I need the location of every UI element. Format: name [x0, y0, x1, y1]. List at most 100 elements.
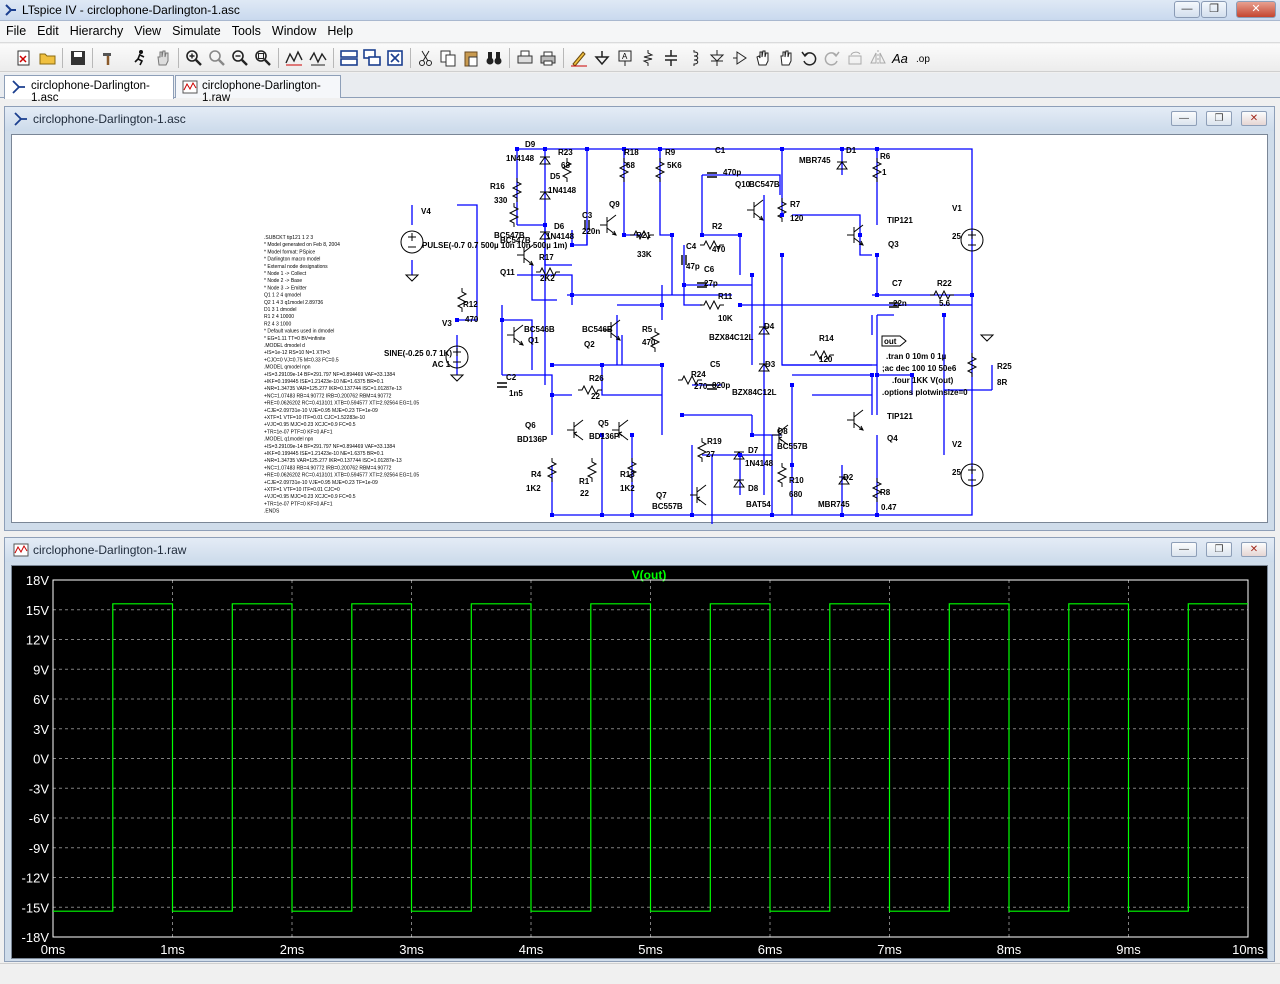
menu-edit[interactable]: Edit — [37, 24, 59, 38]
model-text-line[interactable]: +RE=0.0626202 RC=0.413101 XTB=0.594577 X… — [264, 401, 419, 407]
model-text-line[interactable]: +CJE=2.09731e-10 VJE=0.95 MJE=0.23 TF=1e… — [264, 408, 378, 414]
rotate-button[interactable] — [845, 48, 865, 68]
drag-button[interactable] — [776, 48, 796, 68]
component-label[interactable]: 5K6 — [667, 161, 682, 170]
model-text-line[interactable]: R2 4 3 1000 — [264, 321, 291, 327]
component-label[interactable]: 470 — [465, 315, 479, 324]
model-text-line[interactable]: +IS=3.29109e-14 BF=291.797 NF=0.894469 V… — [264, 372, 395, 378]
sine-ac-value[interactable]: AC 1 — [432, 360, 451, 369]
component-label[interactable]: D6 — [554, 222, 565, 231]
component-label[interactable]: 25 — [952, 468, 961, 477]
component-label[interactable]: C5 — [710, 360, 721, 369]
component-label[interactable]: R5 — [642, 325, 653, 334]
model-text-line[interactable]: +TR=1e-07 PTF=0 KF=0 AF=1 — [264, 501, 333, 507]
component-label[interactable]: R21 — [636, 231, 651, 240]
model-text-line[interactable]: .MODEL qmodel npn — [264, 365, 311, 371]
print-setup-button[interactable] — [515, 48, 535, 68]
pulse-source-value[interactable]: PULSE(-0.7 0.7 500µ 10n 10n 500µ 1m) — [422, 241, 568, 250]
menu-file[interactable]: File — [6, 24, 27, 38]
component-label[interactable]: Q5 — [598, 419, 609, 428]
component-label[interactable]: V3 — [442, 319, 452, 328]
menu-simulate[interactable]: Simulate — [172, 24, 221, 38]
model-text-line[interactable]: .MODEL dmodel d — [264, 343, 305, 349]
component-label[interactable]: Q10 — [735, 180, 751, 189]
component-label[interactable]: MBR745 — [799, 156, 831, 165]
component-label[interactable]: R8 — [880, 488, 891, 497]
new-schematic-button[interactable] — [14, 48, 34, 68]
component-label[interactable]: R24 — [691, 370, 706, 379]
mirror-button[interactable] — [868, 48, 888, 68]
model-text-line[interactable]: * Node 1 -> Collect — [264, 271, 307, 277]
model-text-line[interactable]: +IS=1e-12 RS=10 N=1 XTI=3 — [264, 350, 330, 356]
net-label-out[interactable]: out — [881, 335, 907, 347]
component-label[interactable]: R4 — [531, 470, 542, 479]
component-label[interactable]: 8R — [997, 378, 1007, 387]
component-label[interactable]: BC546B — [524, 325, 555, 334]
menu-view[interactable]: View — [134, 24, 162, 38]
model-text-line[interactable]: +IKF=0.199445 ISE=1.21423e-10 NE=1.6375 … — [264, 379, 384, 385]
component-label[interactable]: R22 — [937, 279, 952, 288]
component-label[interactable]: 120 — [819, 355, 833, 364]
close-button[interactable]: ✕ — [1236, 1, 1276, 18]
spice-directive[interactable]: .four 1KK V(out) — [892, 376, 954, 385]
component-label[interactable]: 22 — [580, 489, 589, 498]
model-text-line[interactable]: +IKF=0.199445 ISE=1.21423e-10 NE=1.6375 … — [264, 451, 384, 457]
component-label[interactable]: 27 — [706, 450, 715, 459]
cut-button[interactable] — [416, 48, 436, 68]
component-label[interactable]: TIP121 — [887, 412, 913, 421]
component-label[interactable]: BD136P — [589, 432, 620, 441]
component-label[interactable]: R10 — [789, 476, 804, 485]
component-button[interactable] — [730, 48, 750, 68]
model-text-line[interactable]: * Model generated on Feb 8, 2004 — [264, 242, 340, 248]
model-text-line[interactable]: +XTF=1 VTF=10 ITF=0.01 CJC=1.52283e-10 — [264, 415, 365, 421]
restore-button[interactable]: ❐ — [1201, 1, 1227, 18]
component-label[interactable]: 1N4148 — [546, 232, 575, 241]
model-text-line[interactable]: Q2 1 4 3 q1model 2.89736 — [264, 300, 323, 306]
zoom-fit-button[interactable] — [253, 48, 273, 68]
component-label[interactable]: 270 — [694, 382, 708, 391]
component-label[interactable]: C2 — [506, 373, 517, 382]
component-label[interactable]: MBR745 — [818, 500, 850, 509]
model-text-line[interactable]: * EG=1.11 TT=0 BV=infinite — [264, 336, 326, 342]
component-label[interactable]: BD136P — [517, 435, 548, 444]
model-text-line[interactable]: +NC=1.07483 RB=4.90772 IRB=0.200762 RBM=… — [264, 465, 392, 471]
component-label[interactable]: BZX84C12L — [732, 388, 777, 397]
component-label[interactable]: 1n5 — [509, 389, 523, 398]
component-label[interactable]: D1 — [846, 146, 857, 155]
model-text-line[interactable]: +NR=1.34735 VAR=125.277 IKR=0.137744 ISC… — [264, 386, 402, 392]
component-label[interactable]: D7 — [748, 446, 759, 455]
component-label[interactable]: R16 — [490, 182, 505, 191]
model-text-line[interactable]: D1 3 1 dmodel — [264, 307, 297, 313]
component-label[interactable]: C1 — [715, 146, 726, 155]
component-label[interactable]: 22 — [591, 392, 600, 401]
model-text-line[interactable]: +CJE=2.09731e-10 VJE=0.95 MJE=0.23 TF=1e… — [264, 480, 378, 486]
model-text-line[interactable]: .SUBCKT tip121 1 2 3 — [264, 235, 313, 241]
model-text-line[interactable]: +CJO=0 VJ=0.75 M=0.33 FC=0.5 — [264, 357, 339, 363]
component-label[interactable]: 22n — [893, 299, 907, 308]
component-label[interactable]: R25 — [997, 362, 1012, 371]
component-label[interactable]: Q11 — [500, 268, 515, 277]
component-label[interactable]: BC546B — [582, 325, 613, 334]
component-label[interactable]: R13 — [620, 470, 635, 479]
tile-horizontal-button[interactable] — [339, 48, 359, 68]
model-text-line[interactable]: * Node 2 -> Base — [264, 278, 302, 284]
component-label[interactable]: 1N4148 — [745, 459, 774, 468]
add-trace-button[interactable] — [308, 48, 328, 68]
copy-button[interactable] — [438, 48, 458, 68]
waveform-restore-button[interactable]: ❐ — [1206, 542, 1232, 557]
component-label[interactable]: R2 — [712, 222, 723, 231]
draw-wire-button[interactable] — [569, 48, 589, 68]
waveform-minimize-button[interactable]: — — [1171, 542, 1197, 557]
spice-directive[interactable]: .tran 0 10m 0 1µ — [886, 352, 947, 361]
component-label[interactable]: R18 — [624, 148, 639, 157]
component-label[interactable]: BC547B — [494, 231, 525, 240]
component-label[interactable]: D2 — [843, 473, 854, 482]
component-label[interactable]: R1 — [579, 477, 590, 486]
component-label[interactable]: R6 — [880, 152, 891, 161]
component-label[interactable]: Q4 — [887, 434, 898, 443]
autorange-button[interactable] — [284, 48, 304, 68]
paste-button[interactable] — [461, 48, 481, 68]
component-label[interactable]: Q1 — [528, 336, 539, 345]
